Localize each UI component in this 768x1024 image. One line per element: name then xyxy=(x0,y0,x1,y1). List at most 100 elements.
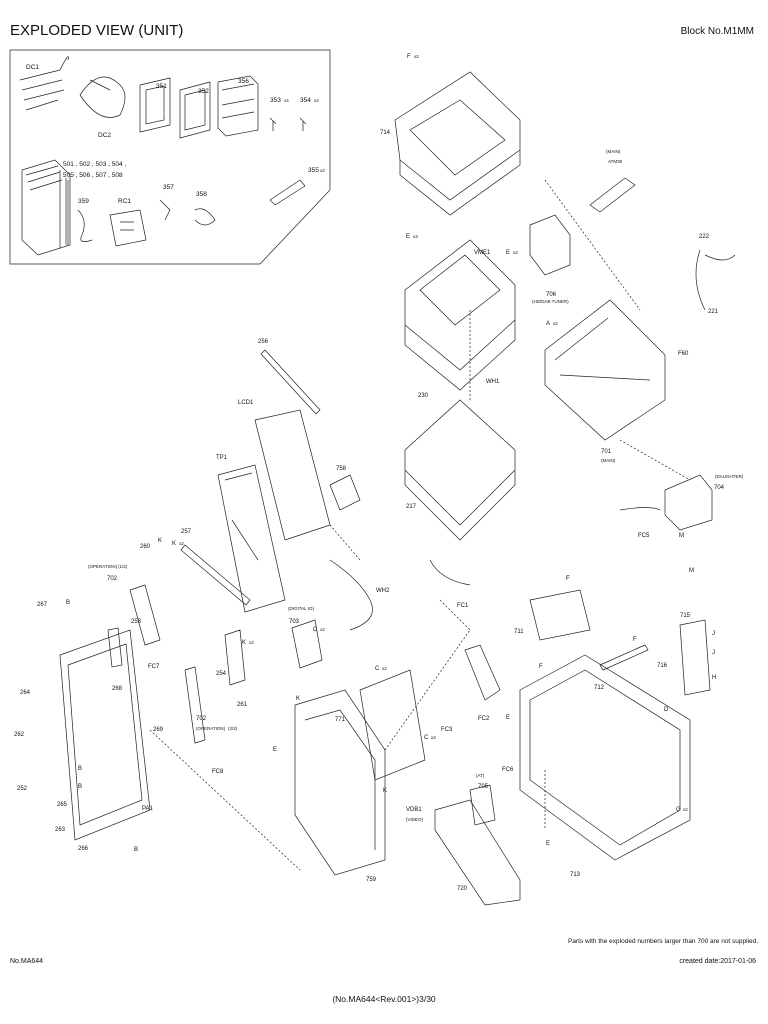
manuals-stack xyxy=(21,159,71,256)
part-label: (2/2) xyxy=(228,726,238,731)
part-label: J xyxy=(712,650,715,656)
part-label: FC7 xyxy=(148,664,160,670)
part-label: 267 xyxy=(37,602,48,608)
device-atm39 xyxy=(589,177,636,213)
part-label: K xyxy=(383,788,387,794)
part-label: A xyxy=(546,321,550,327)
part-label: 713 xyxy=(570,872,581,878)
bar-712 xyxy=(599,644,649,671)
frame-720 xyxy=(434,799,521,906)
part-label: B xyxy=(66,600,70,606)
acc-label: 505 , 506 , 507 , 508 xyxy=(63,172,123,179)
part-label: FC1 xyxy=(457,603,469,609)
part-label: FC8 xyxy=(212,769,224,775)
part-label: FC6 xyxy=(502,767,514,773)
footnote: Parts with the exploded numbers larger t… xyxy=(568,938,759,945)
part-label: 263 xyxy=(55,827,66,833)
part-label: 252 xyxy=(17,786,28,792)
part-label: (DAUGHTER) xyxy=(715,474,744,479)
part-label: 702 xyxy=(196,716,207,722)
part-label: 253 xyxy=(131,619,142,625)
part-label: x2 xyxy=(382,666,387,671)
part-label: x2 xyxy=(320,627,325,632)
part-label: M xyxy=(679,533,684,539)
part-label: x2 xyxy=(431,735,436,740)
acc-label: 355 xyxy=(308,167,319,174)
part-label: x2 xyxy=(179,541,184,546)
part-label: 705 xyxy=(478,784,489,790)
part-label: FC2 xyxy=(478,716,490,722)
part-label: 759 xyxy=(366,877,377,883)
part-label: 262 xyxy=(14,732,25,738)
part-715 xyxy=(679,619,711,696)
flex-cables xyxy=(429,507,661,586)
part-label: ATM39 xyxy=(608,159,623,164)
dc1-cable xyxy=(19,69,65,111)
acc-label: 353 xyxy=(270,97,281,104)
strip-257 xyxy=(180,544,251,606)
tuner-706 xyxy=(529,214,571,276)
bracket-356 xyxy=(217,75,259,137)
panel-352 xyxy=(179,81,211,139)
created-date: created date:2017-01-06 xyxy=(679,958,756,965)
cable-359 xyxy=(77,209,93,242)
acc-label: 357 xyxy=(163,184,174,191)
frame-771 xyxy=(294,689,386,876)
part-label: 217 xyxy=(406,504,417,510)
part-label: G xyxy=(676,807,681,813)
part-label: B xyxy=(134,847,138,853)
part-label: 758 xyxy=(336,466,347,472)
part-label: x2 xyxy=(553,321,558,326)
part-label: x2 xyxy=(414,54,419,59)
part-label: 260 xyxy=(140,544,151,550)
part-label: E xyxy=(406,234,410,240)
acc-label: 359 xyxy=(78,198,89,205)
page-title: EXPLODED VIEW (UNIT) xyxy=(10,22,184,39)
part-label: (DIGITAL IO) xyxy=(288,606,315,611)
part-label: 720 xyxy=(457,886,468,892)
part-label: (VIDEO) xyxy=(406,817,424,822)
part-label: 257 xyxy=(181,529,192,535)
part-label: E xyxy=(273,747,277,753)
doc-number: No.MA644 xyxy=(10,958,44,965)
part-label: 254 xyxy=(216,671,227,677)
part-label: F60 xyxy=(678,351,689,357)
boards-702 xyxy=(129,584,206,744)
part-label: H xyxy=(712,675,716,681)
part-label: 222 xyxy=(699,234,710,240)
part-label: B xyxy=(78,766,82,772)
part-label: K xyxy=(296,696,300,702)
mechanism-vme1 xyxy=(404,239,516,391)
part-label: 711 xyxy=(514,629,524,635)
lcd-lcd1 xyxy=(254,409,331,541)
part-label: x3 xyxy=(413,234,418,239)
pcb-vdb1 xyxy=(359,669,426,781)
part-label: (OPERATION) xyxy=(88,564,118,569)
part-label: 702 xyxy=(107,576,118,582)
part-label: WH2 xyxy=(376,588,390,594)
part-label: B xyxy=(78,784,82,790)
part-label: D xyxy=(664,707,669,713)
part-label: E xyxy=(546,841,550,847)
screws-353-354 xyxy=(269,117,307,131)
acc-label: x4 xyxy=(284,98,289,103)
part-label: C xyxy=(313,627,318,633)
pcb-703 xyxy=(291,619,323,669)
page-reference: (No.MA644<Rev.001>)3/30 xyxy=(332,994,436,1004)
part-label: F xyxy=(539,664,543,670)
dc2-harness xyxy=(79,76,126,118)
part-label: (MAIN) xyxy=(601,458,616,463)
part-label: 269 xyxy=(153,727,164,733)
remote-rc1 xyxy=(109,209,147,247)
part-label: (MAIN) xyxy=(606,149,621,154)
part-label: 221 xyxy=(708,309,719,315)
front-bezel xyxy=(59,629,151,841)
part-label: C xyxy=(375,666,380,672)
pcb-701 xyxy=(544,299,666,441)
bezel-351 xyxy=(139,77,171,133)
part-label: x2 xyxy=(513,250,518,255)
part-label: (1/2) xyxy=(118,564,128,569)
part-label: x2 xyxy=(683,807,688,812)
part-label: K xyxy=(242,640,246,646)
